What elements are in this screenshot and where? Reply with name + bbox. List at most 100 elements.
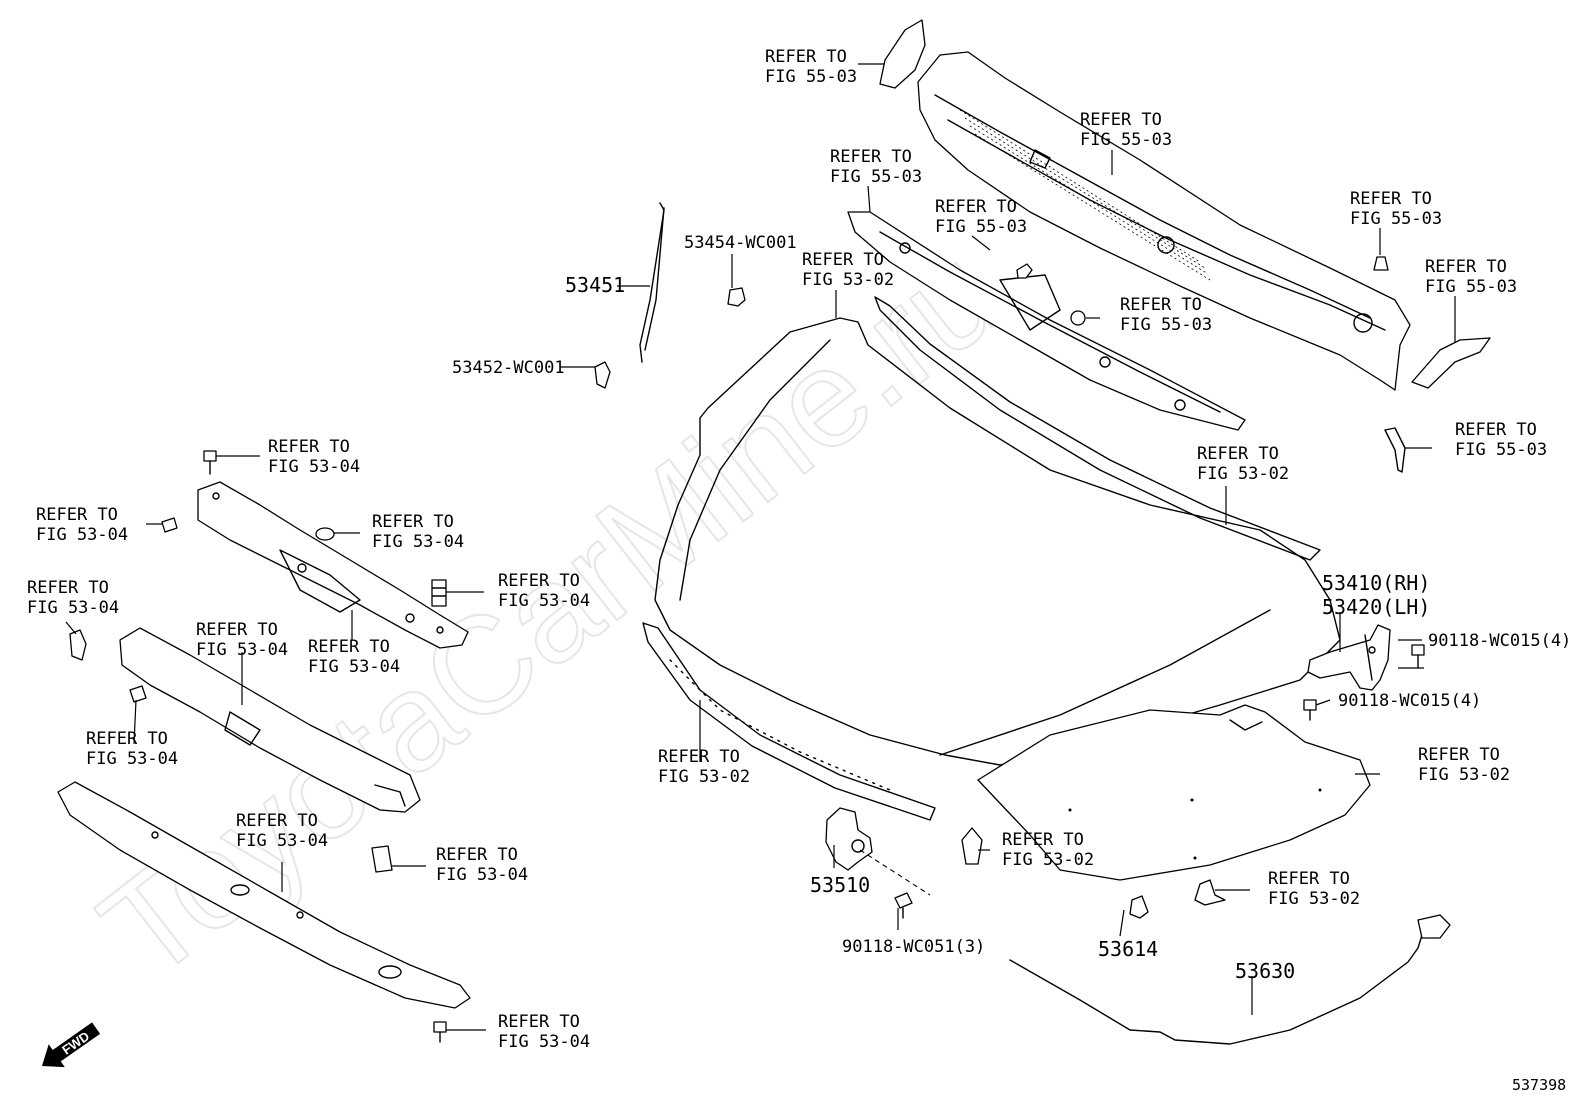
hood-rear-seal: [874, 296, 1321, 561]
clip-left: [69, 629, 87, 661]
radiator-support-lower: [57, 781, 471, 1009]
svg-text:FIG 55-03: FIG 55-03: [1425, 277, 1517, 297]
svg-text:FIG 53-04: FIG 53-04: [36, 525, 128, 545]
refer-label-r18: REFER TO FIG 53-04: [498, 571, 590, 611]
bolt-a: [203, 450, 217, 475]
svg-text:FIG 53-04: FIG 53-04: [236, 831, 328, 851]
svg-text:FIG 53-04: FIG 53-04: [27, 598, 119, 618]
part-number-53452: 53452-WC001: [452, 358, 565, 378]
refer-label-r02: REFER TO FIG 55-03: [1080, 110, 1172, 150]
refer-label-r25: REFER TO FIG 53-04: [498, 1012, 590, 1052]
refer-label-r04: REFER TO FIG 55-03: [935, 197, 1027, 237]
part-number-90118-wc015-lower: 90118-WC015(4): [1338, 691, 1481, 711]
svg-text:REFER TO: REFER TO: [86, 729, 168, 749]
svg-text:REFER TO: REFER TO: [1425, 257, 1507, 277]
svg-text:FIG 53-02: FIG 53-02: [1197, 464, 1289, 484]
svg-text:FIG 55-03: FIG 55-03: [830, 167, 922, 187]
svg-text:FIG 55-03: FIG 55-03: [765, 67, 857, 87]
refer-label-r10: REFER TO FIG 53-02: [1197, 444, 1289, 484]
refer-label-r14: REFER TO FIG 53-02: [1268, 869, 1360, 909]
cowl-bracket-small: [1384, 427, 1406, 473]
svg-text:REFER TO: REFER TO: [830, 147, 912, 167]
cowl-clip-2: [1070, 310, 1086, 326]
svg-text:FIG 53-02: FIG 53-02: [1418, 765, 1510, 785]
svg-text:REFER TO: REFER TO: [658, 747, 740, 767]
refer-label-r13: REFER TO FIG 53-02: [1002, 830, 1094, 870]
svg-text:FIG 53-04: FIG 53-04: [498, 591, 590, 611]
svg-text:REFER TO: REFER TO: [1002, 830, 1084, 850]
refer-label-r06: REFER TO FIG 55-03: [1425, 257, 1517, 297]
part-number-53454: 53454-WC001: [684, 233, 797, 253]
cable-clamp: [1129, 895, 1149, 919]
refer-label-r01: REFER TO FIG 55-03: [765, 47, 857, 87]
svg-text:FIG 53-04: FIG 53-04: [196, 640, 288, 660]
svg-text:FIG 55-03: FIG 55-03: [1120, 315, 1212, 335]
svg-text:REFER TO: REFER TO: [268, 437, 350, 457]
figure-id: 537398: [1512, 1076, 1566, 1094]
svg-text:REFER TO: REFER TO: [935, 197, 1017, 217]
refer-label-r09: REFER TO FIG 53-02: [802, 250, 894, 290]
svg-text:REFER TO: REFER TO: [436, 845, 518, 865]
part-number-53410: 53410(RH): [1322, 571, 1430, 595]
svg-text:FIG 53-04: FIG 53-04: [268, 457, 360, 477]
svg-text:REFER TO: REFER TO: [802, 250, 884, 270]
svg-text:REFER TO: REFER TO: [498, 1012, 580, 1032]
svg-text:REFER TO: REFER TO: [196, 620, 278, 640]
refer-label-r07: REFER TO FIG 55-03: [1120, 295, 1212, 335]
part-number-53420: 53420(LH): [1322, 595, 1430, 619]
refer-label-r12: REFER TO FIG 53-02: [658, 747, 750, 787]
svg-text:FIG 55-03: FIG 55-03: [1455, 440, 1547, 460]
refer-label-r21: REFER TO FIG 53-04: [308, 637, 400, 677]
cushion: [371, 845, 393, 873]
svg-text:REFER TO: REFER TO: [36, 505, 118, 525]
refer-label-r03: REFER TO FIG 55-03: [830, 147, 922, 187]
refer-label-r23: REFER TO FIG 53-04: [236, 811, 328, 851]
part-number-90118-wc051: 90118-WC051(3): [842, 937, 985, 957]
svg-text:FIG 53-02: FIG 53-02: [658, 767, 750, 787]
insulator-clip-left: [961, 827, 983, 865]
insulator-clip-right: [1194, 879, 1226, 906]
cowl-clip-1: [1016, 263, 1033, 279]
hood-front-seal: [642, 622, 936, 821]
hood-lock: [825, 807, 873, 871]
svg-text:FIG 53-04: FIG 53-04: [86, 749, 178, 769]
svg-text:REFER TO: REFER TO: [27, 578, 109, 598]
svg-text:REFER TO: REFER TO: [236, 811, 318, 831]
radiator-support-upper: [197, 481, 469, 649]
bolt-d: [433, 1021, 447, 1043]
svg-text:FIG 53-02: FIG 53-02: [1268, 889, 1360, 909]
grommet-a: [315, 527, 335, 541]
cowl-lower-panel: [847, 211, 1246, 431]
part-number-90118-wc015-upper: 90118-WC015(4): [1428, 631, 1571, 651]
refer-label-r11: REFER TO FIG 53-02: [1418, 745, 1510, 785]
svg-text:REFER TO: REFER TO: [1350, 189, 1432, 209]
refer-label-r24: REFER TO FIG 53-04: [436, 845, 528, 885]
refer-label-r08: REFER TO FIG 55-03: [1455, 420, 1547, 460]
part-number-53451: 53451: [565, 273, 625, 297]
cowl-clip-3: [1373, 256, 1389, 271]
bolt-c: [129, 685, 147, 703]
cowl-top-panel: [917, 51, 1411, 391]
rod-clip: [594, 361, 611, 389]
svg-text:FIG 53-02: FIG 53-02: [1002, 850, 1094, 870]
svg-text:REFER TO: REFER TO: [308, 637, 390, 657]
refer-label-r19: REFER TO FIG 53-04: [27, 578, 119, 618]
svg-text:FIG 53-02: FIG 53-02: [802, 270, 894, 290]
svg-text:REFER TO: REFER TO: [765, 47, 847, 67]
radiator-support-middle: [119, 627, 421, 813]
lock-bolt: [894, 892, 913, 919]
refer-label-r17: REFER TO FIG 53-04: [372, 512, 464, 552]
svg-text:REFER TO: REFER TO: [372, 512, 454, 532]
refer-label-r22: REFER TO FIG 53-04: [86, 729, 178, 769]
refer-label-r05: REFER TO FIG 55-03: [1350, 189, 1442, 229]
svg-text:FIG 53-04: FIG 53-04: [498, 1032, 590, 1052]
svg-text:FIG 55-03: FIG 55-03: [1080, 130, 1172, 150]
hood-insulator: [977, 704, 1371, 881]
refer-label-r15: REFER TO FIG 53-04: [268, 437, 360, 477]
bumper-stop: [431, 579, 447, 607]
release-cable: [1009, 914, 1451, 1045]
rod-holder-clip: [727, 287, 746, 307]
svg-text:FIG 55-03: FIG 55-03: [1350, 209, 1442, 229]
cowl-side-piece-right: [1411, 337, 1491, 389]
